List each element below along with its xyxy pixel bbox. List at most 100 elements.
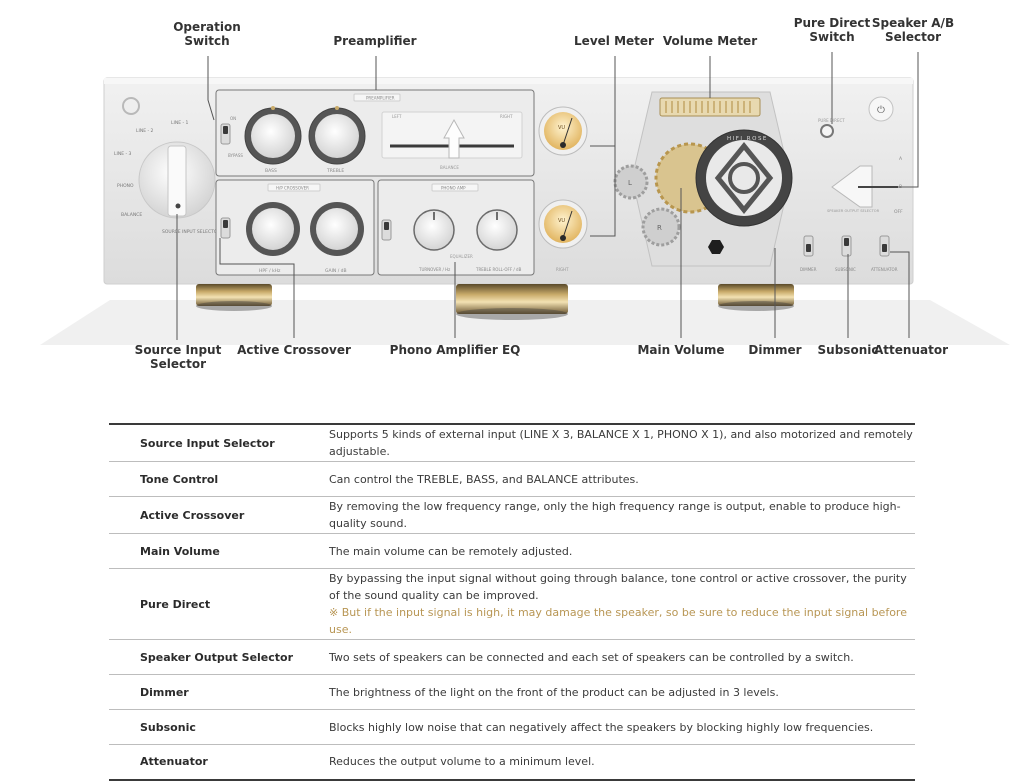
logo-icon <box>122 97 140 115</box>
table-row: Main Volume The main volume can be remot… <box>109 533 915 569</box>
callout-attenuator: Attenuator <box>874 343 948 357</box>
feature-desc: Reduces the output volume to a minimum l… <box>329 744 915 781</box>
feature-desc: By bypassing the input signal without go… <box>329 572 907 602</box>
vu-left-label: VU <box>558 125 565 131</box>
level-meter-left <box>538 106 588 156</box>
label-balance: BALANCE <box>121 212 142 218</box>
gear-left-bottom-icon <box>641 207 681 247</box>
hpf-label: HPF / kHz <box>259 268 281 274</box>
bass-knob[interactable] <box>244 106 302 165</box>
meter-right-label: RIGHT <box>556 267 569 272</box>
balance-left-label: LEFT <box>392 114 402 119</box>
feature-name: Speaker Output Selector <box>109 639 329 675</box>
gear-r-label: R <box>657 224 662 232</box>
balance-right-label: RIGHT <box>500 114 513 119</box>
feature-name: Tone Control <box>109 461 329 497</box>
attenuator-panel-label: ATTENUATOR <box>871 267 898 272</box>
amplifier-diagram: LINE - 1 LINE - 2 LINE - 3 PHONO BALANCE… <box>40 16 1010 371</box>
feature-name: Dimmer <box>109 674 329 710</box>
table-row: Active Crossover By removing the low fre… <box>109 496 915 534</box>
callout-active-crossover: Active Crossover <box>237 343 351 357</box>
turnover-label: TURNOVER / Hz <box>418 267 450 272</box>
feature-name: Active Crossover <box>109 496 329 534</box>
feature-desc: By removing the low frequency range, onl… <box>329 496 915 534</box>
leader-lines <box>176 52 919 340</box>
callout-pure-direct-switch: Pure Direct Switch <box>793 16 871 44</box>
label-line1: LINE - 1 <box>171 120 189 126</box>
callout-source-input-selector: Source Input Selector <box>134 343 222 371</box>
feature-name: Attenuator <box>109 744 329 781</box>
table-row: Attenuator Reduces the output volume to … <box>109 744 915 781</box>
feature-name: Source Input Selector <box>109 423 329 462</box>
brand-label: HIFI ROSE <box>727 136 768 142</box>
label-line2: LINE - 2 <box>136 128 154 134</box>
hp-crossover-header: H/P CROSSOVER <box>276 186 309 191</box>
gain-knob[interactable] <box>310 202 364 256</box>
treble-rolloff-knob[interactable] <box>476 209 518 251</box>
subsonic-panel-label: SUBSONIC <box>835 267 856 272</box>
vu-right-label: VU <box>558 218 565 224</box>
callout-preamplifier: Preamplifier <box>333 34 417 48</box>
speaker-output-label: SPEAKER OUTPUT SELECTOR <box>827 209 880 213</box>
feature-desc: Blocks highly low noise that can negativ… <box>329 709 915 745</box>
ir-sensor <box>708 240 724 254</box>
feature-desc: Can control the TREBLE, BASS, and BALANC… <box>329 461 915 497</box>
callout-phono-amplifier-eq: Phono Amplifier EQ <box>389 343 521 357</box>
speaker-a-label: A <box>899 156 903 162</box>
callout-subsonic: Subsonic <box>817 343 879 357</box>
dimmer-panel-label: DIMMER <box>800 267 817 272</box>
treble-rolloff-label: TREBLE ROLL-OFF / dB <box>475 267 522 272</box>
pure-direct-switch[interactable] <box>820 124 834 138</box>
table-row: Dimmer The brightness of the light on th… <box>109 674 915 710</box>
callout-level-meter: Level Meter <box>574 34 654 48</box>
callout-operation-switch: Operation Switch <box>173 20 241 48</box>
gear-l-label: L <box>628 179 632 187</box>
feature-desc: Supports 5 kinds of external input (LINE… <box>329 423 915 462</box>
label-source-input: SOURCE INPUT SELECTOR <box>162 229 221 235</box>
volume-meter-display <box>659 97 761 117</box>
op-bypass-label: BYPASS <box>228 153 243 158</box>
balance-slider[interactable] <box>381 111 523 159</box>
feature-name: Subsonic <box>109 709 329 745</box>
callout-speaker-ab-selector: Speaker A/B Selector <box>871 16 955 44</box>
top-edge <box>104 78 913 84</box>
callout-main-volume: Main Volume <box>637 343 725 357</box>
gear-left-top-icon <box>613 164 649 200</box>
feature-name: Main Volume <box>109 533 329 569</box>
gain-label: GAIN / dB <box>325 268 347 274</box>
op-on-label: ON <box>230 116 236 121</box>
phono-amp-header: PHONO AMP <box>441 186 466 191</box>
power-button[interactable] <box>868 96 894 122</box>
speaker-ab-selector[interactable] <box>831 165 898 208</box>
table-row: Tone Control Can control the TREBLE, BAS… <box>109 461 915 497</box>
power-icon: ⏻ <box>877 105 885 116</box>
hpf-knob[interactable] <box>246 202 300 256</box>
table-row: Speaker Output Selector Two sets of spea… <box>109 639 915 675</box>
label-phono: PHONO <box>117 183 134 189</box>
treble-label: TREBLE <box>326 168 344 174</box>
feature-desc: Two sets of speakers can be connected an… <box>329 639 915 675</box>
bass-label: BASS <box>265 168 277 174</box>
turnover-knob[interactable] <box>413 209 455 251</box>
preamp-header: PREAMPLIFIER <box>366 96 395 101</box>
callout-volume-meter: Volume Meter <box>662 34 758 48</box>
feature-desc: The brightness of the light on the front… <box>329 674 915 710</box>
level-meter-right <box>538 199 588 249</box>
feature-desc-cell: By bypassing the input signal without go… <box>329 568 915 640</box>
amplifier-illustration: LINE - 1 LINE - 2 LINE - 3 PHONO BALANCE… <box>40 52 1010 345</box>
equalizer-label: EQUALIZER <box>450 254 473 259</box>
table-row: Pure Direct By bypassing the input signa… <box>109 568 915 640</box>
balance-label: BALANCE <box>440 165 459 170</box>
callout-dimmer: Dimmer <box>748 343 802 357</box>
table-row: Subsonic Blocks highly low noise that ca… <box>109 709 915 745</box>
source-input-selector-knob[interactable] <box>138 141 216 219</box>
feature-table: Source Input Selector Supports 5 kinds o… <box>109 423 915 781</box>
phono-amp-panel <box>377 179 535 276</box>
feature-warning-note: ※ But if the input signal is high, it ma… <box>329 606 907 636</box>
feature-name: Pure Direct <box>109 568 329 640</box>
main-volume-knob[interactable] <box>695 129 793 227</box>
treble-knob[interactable] <box>308 106 366 165</box>
speaker-off-label: OFF <box>894 209 903 215</box>
feature-desc: The main volume can be remotely adjusted… <box>329 533 915 569</box>
label-line3: LINE - 3 <box>114 151 132 157</box>
